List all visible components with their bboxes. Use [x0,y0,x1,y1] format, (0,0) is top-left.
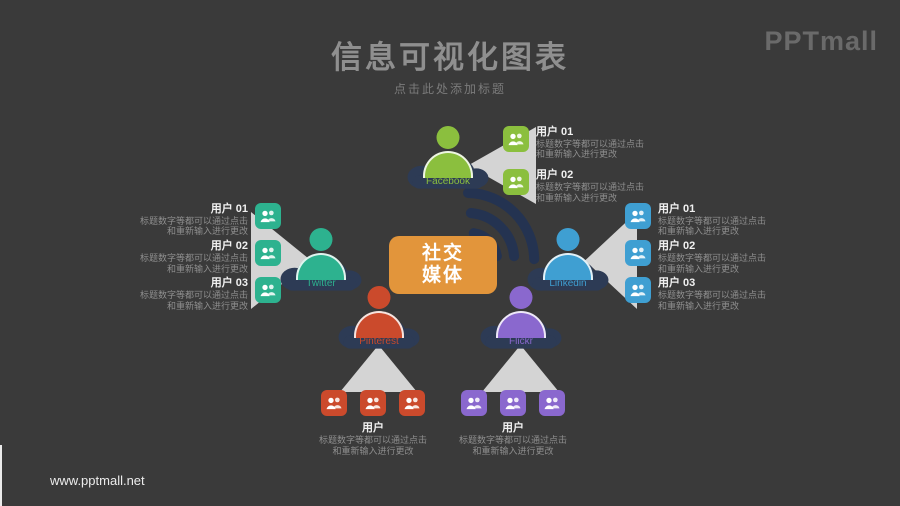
twitter-node: Twitter [275,228,367,292]
item-desc: 标题数字等都可以通过点击 [139,215,248,226]
user-group-icon [539,390,565,416]
center-topic-box: 社交 媒体 [389,236,497,294]
user-group-icon [500,390,526,416]
item-title: 用户 02 [658,240,696,253]
flickr-label: Flickr [509,336,533,347]
item-desc: 和重新输入进行更改 [166,226,248,237]
item-desc: 和重新输入进行更改 [658,300,740,311]
list-item: 用户 03 标题数字等都可以通过点击 和重新输入进行更改 [625,277,766,311]
group-title: 用户 [362,422,384,434]
flickr-wedge [482,345,559,392]
group-desc: 和重新输入进行更改 [472,445,554,456]
person-icon [367,286,391,309]
person-icon [309,228,333,251]
page-title: 信息可视化图表 [331,40,569,75]
list-item: 用户 02 标题数字等都可以通过点击 和重新输入进行更改 [625,240,766,274]
user-group-icon [503,169,529,196]
facebook-label: Facebook [426,176,470,187]
list-item: 用户 01 标题数字等都可以通过点击 和重新输入进行更改 [98,203,281,237]
user-group-icon [255,203,281,229]
user-group-icon [399,390,425,416]
flickr-node: Flickr [475,286,567,350]
user-group-icon [503,126,529,152]
pinterest-node: Pinterest [333,286,425,350]
item-desc: 和重新输入进行更改 [166,263,248,274]
center-topic-line1: 社交 [421,243,464,265]
user-group-icon [461,390,487,416]
center-topic-line2: 媒体 [421,265,464,286]
pinterest-group: 用户 标题数字等都可以通过点击 和重新输入进行更改 [288,390,458,457]
twitter-label: Twitter [306,278,336,289]
flickr-group: 用户 标题数字等都可以通过点击 和重新输入进行更改 [428,390,598,457]
facebook-callouts: 用户 01 标题数字等都可以通过点击 和重新输入进行更改 用户 02 标题数字等… [503,126,644,212]
item-desc: 标题数字等都可以通过点击 [536,138,645,149]
person-icon [556,228,580,251]
list-item: 用户 01 标题数字等都可以通过点击 和重新输入进行更改 [625,203,766,237]
item-title: 用户 01 [658,203,696,215]
item-desc: 标题数字等都可以通过点击 [139,252,248,263]
item-desc: 标题数字等都可以通过点击 [536,181,645,192]
item-title: 用户 03 [210,277,248,290]
group-desc: 标题数字等都可以通过点击 [318,435,427,446]
website-url: www.pptmall.net [50,473,145,488]
item-title: 用户 02 [536,169,574,182]
twitter-callouts: 用户 01 标题数字等都可以通过点击 和重新输入进行更改 用户 02 标题数字等… [98,203,281,315]
user-group-icon [625,277,651,304]
item-title: 用户 03 [658,277,696,290]
item-desc: 和重新输入进行更改 [658,226,740,237]
item-title: 用户 01 [536,126,574,138]
pptmall-logo: PPTmall [764,26,878,56]
list-item: 用户 01 标题数字等都可以通过点击 和重新输入进行更改 [503,126,644,160]
pinterest-wedge [340,345,417,392]
group-desc: 和重新输入进行更改 [332,445,414,456]
user-group-icon [321,390,347,416]
person-icon [436,126,460,149]
user-group-icon [625,203,651,229]
item-desc: 和重新输入进行更改 [658,263,740,274]
item-desc: 和重新输入进行更改 [536,149,618,160]
item-desc: 和重新输入进行更改 [536,192,618,203]
item-desc: 标题数字等都可以通过点击 [139,290,248,301]
group-title: 用户 [502,422,524,434]
user-group-icon [255,277,281,304]
user-group-icon [625,240,651,267]
facebook-node: Facebook [402,126,494,190]
left-edge-line [0,445,2,506]
linkedin-callouts: 用户 01 标题数字等都可以通过点击 和重新输入进行更改 用户 02 标题数字等… [625,203,766,315]
list-item: 用户 02 标题数字等都可以通过点击 和重新输入进行更改 [98,240,281,274]
item-desc: 和重新输入进行更改 [166,300,248,311]
user-group-icon [360,390,386,416]
person-icon [509,286,533,309]
item-desc: 标题数字等都可以通过点击 [658,215,767,226]
linkedin-node: Linkedin [522,228,614,292]
linkedin-label: Linkedin [549,278,587,289]
item-title: 用户 02 [210,240,248,253]
list-item: 用户 02 标题数字等都可以通过点击 和重新输入进行更改 [503,169,644,203]
list-item: 用户 03 标题数字等都可以通过点击 和重新输入进行更改 [98,277,281,311]
group-desc: 标题数字等都可以通过点击 [458,435,567,446]
item-desc: 标题数字等都可以通过点击 [658,290,767,301]
pinterest-label: Pinterest [359,336,399,347]
user-group-icon [255,240,281,267]
page-subtitle-placeholder: 点击此处添加标题 [393,82,506,96]
item-title: 用户 01 [210,203,248,215]
item-desc: 标题数字等都可以通过点击 [658,252,767,263]
